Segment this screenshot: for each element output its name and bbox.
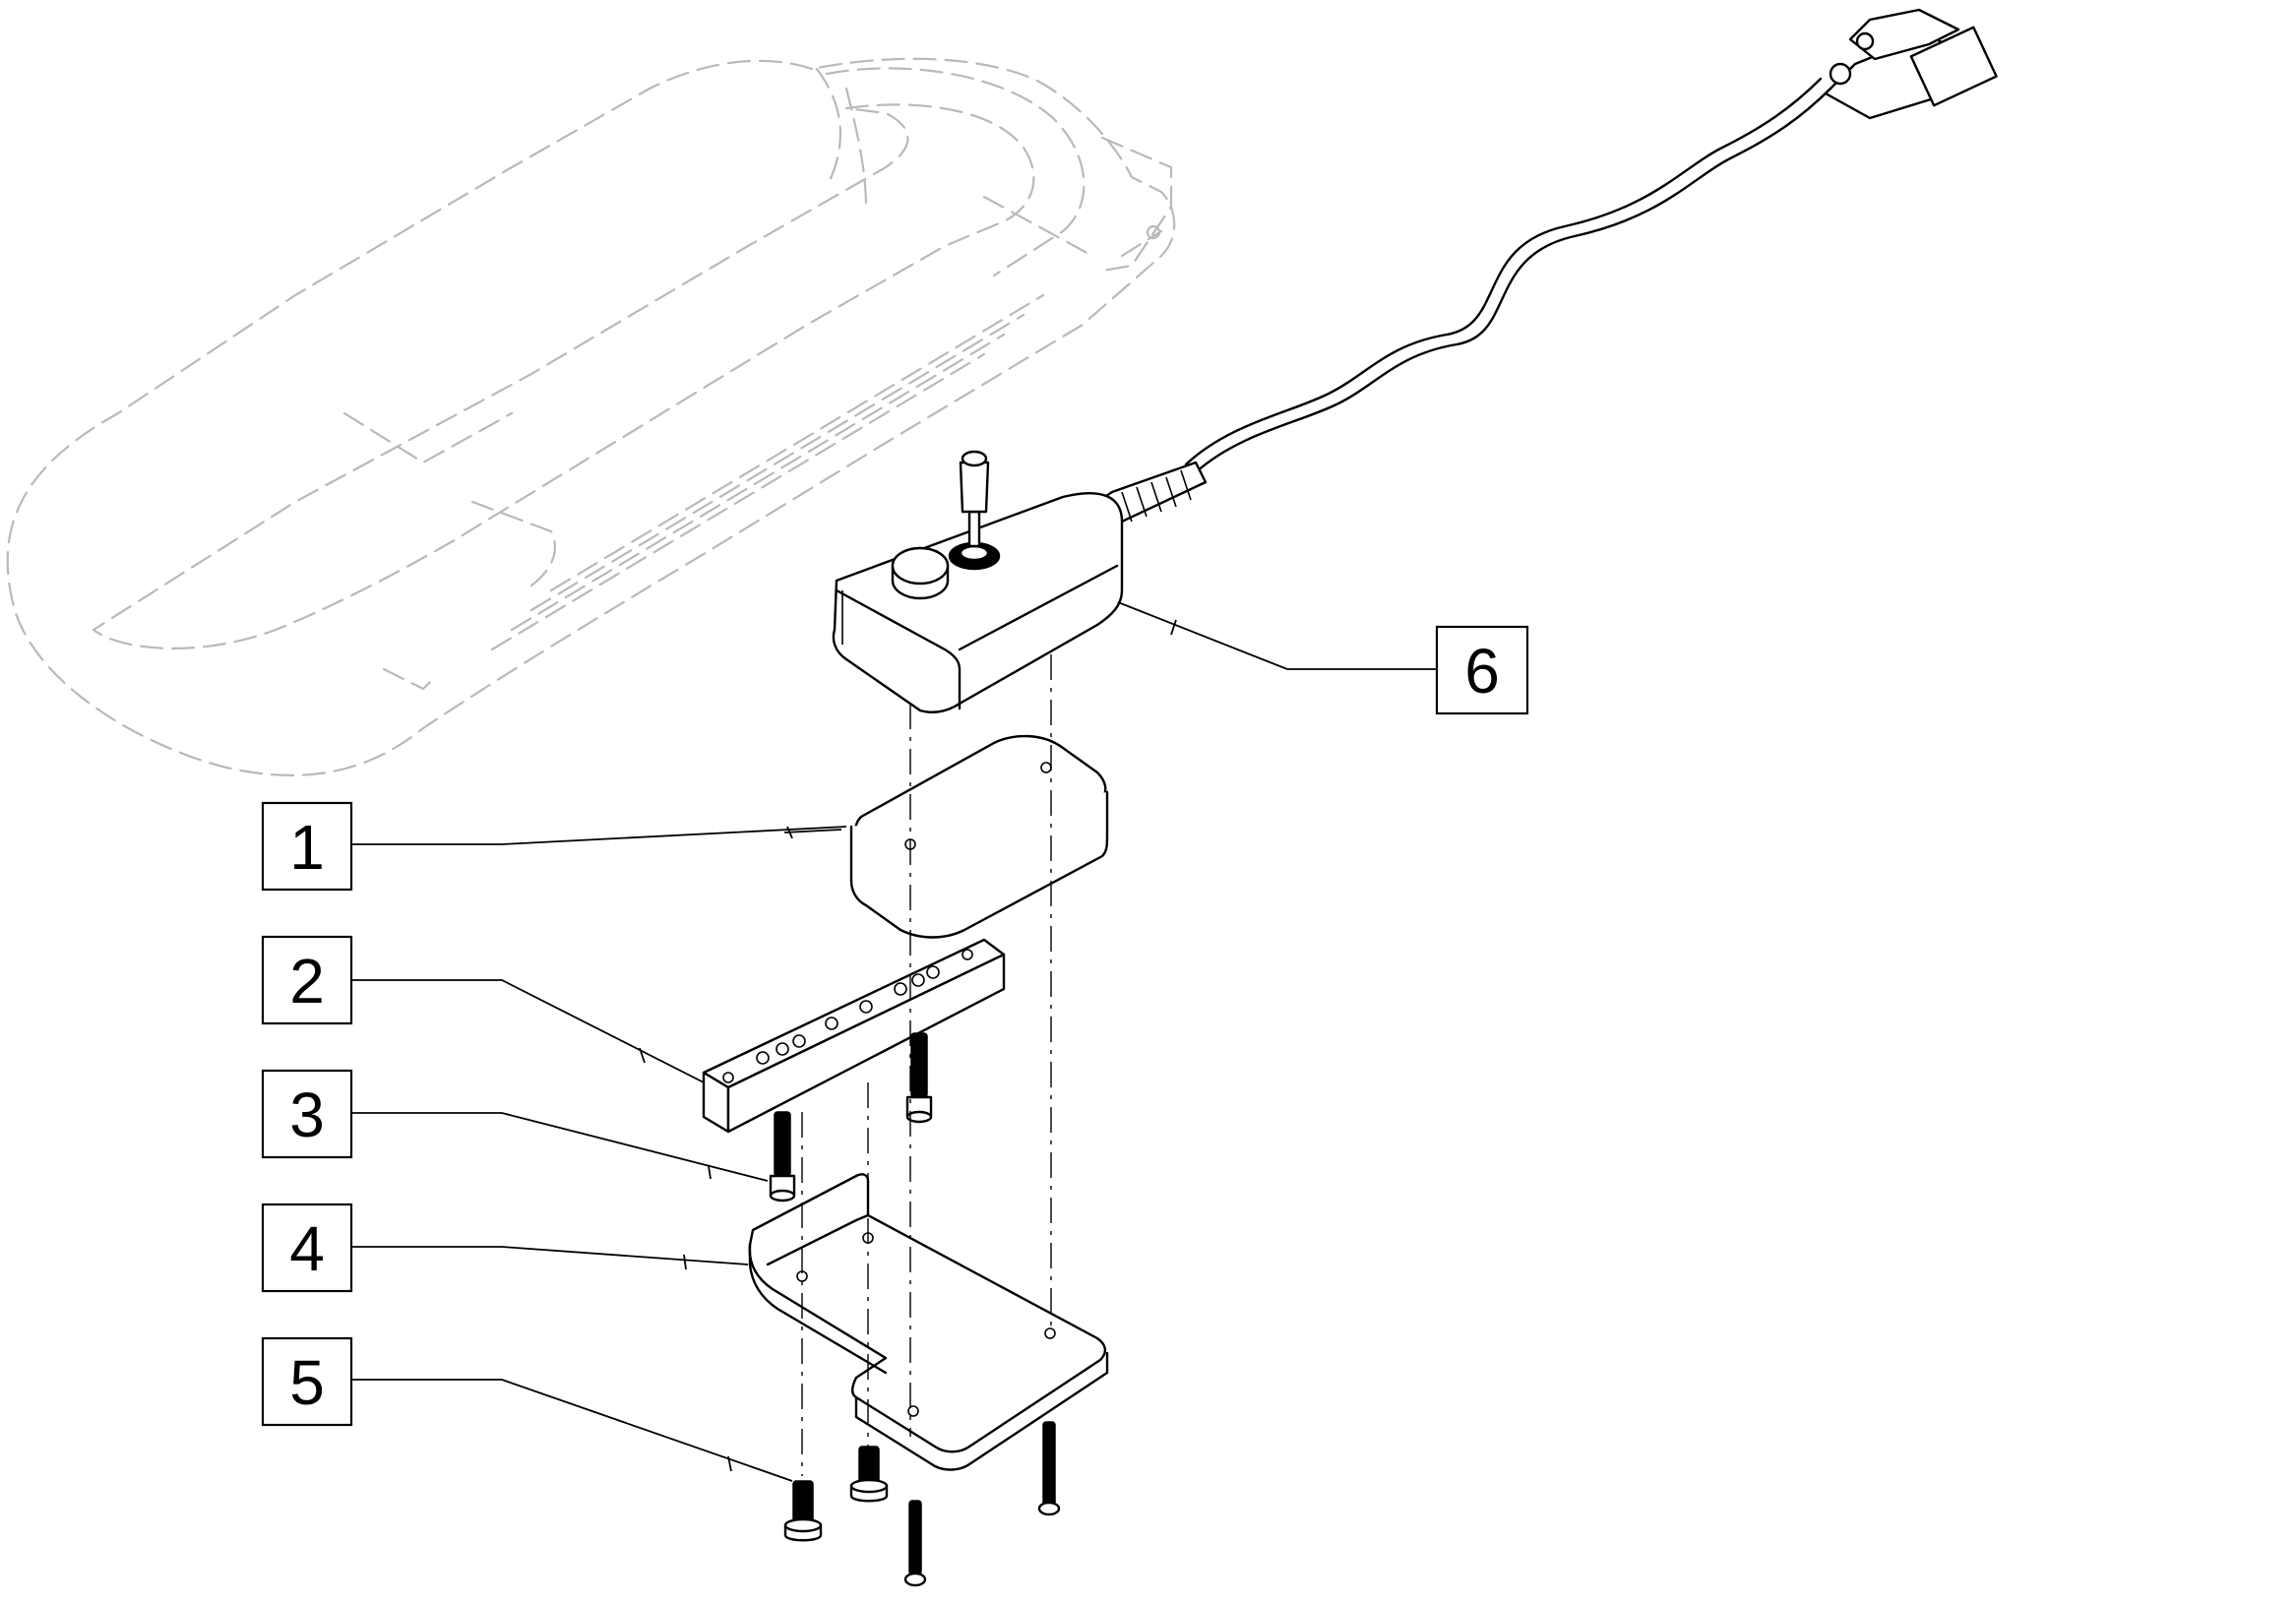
bottom-screw-4: [1037, 1421, 1061, 1516]
callout-1: 1: [261, 801, 353, 892]
callout-4: 4: [261, 1203, 353, 1293]
push-button: [891, 546, 950, 600]
callout-5-label: 5: [289, 1347, 325, 1418]
bottom-screw-2: [849, 1446, 889, 1503]
cap-screws: [769, 1032, 933, 1203]
callout-5: 5: [261, 1336, 353, 1427]
cap-screw-right: [905, 1032, 933, 1124]
callout-1-label: 1: [289, 812, 325, 883]
callout-3-label: 3: [289, 1080, 325, 1150]
callout-2-label: 2: [289, 946, 325, 1017]
cap-screw-left: [769, 1111, 796, 1203]
callout-3: 3: [261, 1069, 353, 1159]
armrest-reference-outline: [6, 57, 1176, 776]
bar-holes: [722, 949, 973, 1083]
joystick-controller-housing: [832, 450, 1124, 713]
bottom-screws: [783, 1421, 1061, 1587]
leader-lines: [351, 601, 1437, 1482]
callout-6: 6: [1435, 625, 1529, 715]
toggle-stick: [948, 450, 1001, 571]
callout-2: 2: [261, 935, 353, 1025]
callout-6-label: 6: [1464, 636, 1500, 707]
callout-4-label: 4: [289, 1213, 325, 1284]
d-sub-connector: [1824, 8, 1998, 120]
bottom-screw-1: [783, 1480, 823, 1542]
mounting-bar: [702, 938, 1006, 1134]
cable-assembly: [1081, 8, 1998, 533]
bottom-screw-3: [903, 1500, 927, 1587]
mounting-pad: [849, 734, 1109, 939]
alignment-centerlines: [801, 654, 1052, 1476]
